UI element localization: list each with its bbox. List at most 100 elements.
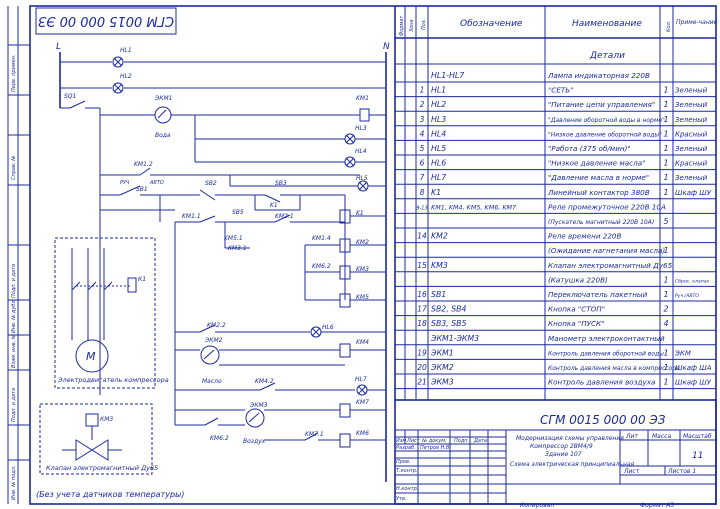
parts-table-grid [394, 6, 716, 400]
stamp-podp1: Подп. и дата [11, 264, 17, 298]
code-rotated: СГМ 0015 000 00 ЭЗ [38, 13, 174, 28]
col-izm: Изм [396, 438, 406, 444]
svg-text:SB1: SB1 [136, 186, 148, 193]
sheet-label: Лист [623, 468, 640, 475]
table-cell-name: Клапан электромагнитный Ду65 [548, 261, 673, 270]
svg-text:HL6: HL6 [322, 324, 334, 331]
table-cell-note: Зеленый [675, 101, 708, 109]
table-cell-qty: 1 [663, 173, 668, 182]
table-cell-des: HL5 [431, 144, 446, 153]
table-cell-pos: 18 [417, 319, 427, 328]
table-cell-name: Лампа индикаторная 220В [547, 71, 650, 80]
col-date: Дата [473, 438, 487, 444]
table-cell-pos: 20 [417, 363, 427, 372]
oil-label: Масло [202, 378, 222, 385]
table-cell-name: (Катушка 220В) [548, 275, 608, 284]
table-cell-name: Кнопка "ПУСК" [548, 319, 604, 328]
table-cell-des: HL6 [431, 159, 446, 168]
svg-text:HL4: HL4 [355, 148, 367, 155]
sheets-label: Листов 1 [667, 468, 696, 475]
table-cell-pos: 8 [420, 188, 425, 197]
hdr-pos: Поз. [421, 19, 427, 30]
stamp-sprav: Справ. № [11, 156, 17, 180]
table-cell-pos: 6 [420, 159, 425, 168]
table-cell-pos: 16 [417, 290, 427, 299]
ekm1-branch: KM1 ЭКМ1 Вода HL3 HL4 [100, 95, 386, 168]
table-cell-des: HL1 [431, 86, 446, 95]
table-cell-note: ЭКМ [674, 349, 691, 357]
table-cell-pos: 2 [420, 100, 425, 109]
motor-block: К1 М Электродвигатель компрессора [54, 237, 169, 389]
title-line-3: Здание 107 [545, 451, 582, 458]
svg-text:KM1.1: KM1.1 [182, 213, 201, 220]
mass-label: Масса [652, 433, 671, 440]
svg-text:HL5: HL5 [356, 175, 368, 182]
stamp-code: СГМ 0015 000 00 ЭЗ [540, 413, 666, 427]
table-cell-note: Красный [675, 130, 708, 138]
table-cell-qty: 1 [663, 348, 668, 357]
svg-text:KM1: KM1 [356, 95, 369, 102]
gauge-ekm2-icon [200, 345, 220, 365]
svg-text:HL2: HL2 [120, 73, 132, 80]
title-line-4: Схема электрическая принципиальная [510, 461, 635, 468]
sheet-frame [29, 5, 717, 505]
svg-text:KM2.1: KM2.1 [275, 213, 294, 220]
table-cell-qty: 1 [663, 290, 668, 299]
table-cell-name: Контроль давления воздуха [548, 378, 655, 387]
svg-text:KM4.2: KM4.2 [255, 378, 274, 385]
table-cell-note: Сброс. клапан [675, 278, 710, 284]
table-cell-pos: 5 [420, 144, 425, 153]
table-cell-qty: 1 [663, 159, 668, 168]
hdr-name: Наименование [572, 19, 642, 29]
table-cell-des: HL2 [431, 100, 446, 109]
stamp-inv-podl: Инв. № подл. [11, 466, 17, 501]
table-cell-des: KM3 [431, 261, 448, 270]
table-cell-name: Контроль давления масла в компрессоре [548, 365, 680, 372]
table-cell-qty: 1 [663, 363, 668, 372]
table-cell-note: Шкаф ШУ [675, 189, 712, 197]
table-cell-des: ЭКМ3 [430, 378, 454, 387]
table-cell-pos: 4 [420, 129, 425, 138]
km3-label: КМ3 [100, 416, 113, 423]
table-cell-qty: 1 [663, 378, 668, 387]
table-cell-note: Красный [675, 160, 708, 168]
hdr-note: Приме-чание [676, 19, 718, 26]
table-cell-pos: 15 [417, 261, 427, 270]
tkontr-label: Т.контр. [396, 468, 418, 474]
razrab-label: Разраб. [396, 445, 416, 451]
prov-label: Пров. [396, 459, 411, 465]
table-cell-qty: 1 [663, 115, 668, 124]
svg-text:KM6: KM6 [356, 430, 369, 437]
svg-text:HL1: HL1 [120, 47, 132, 54]
table-cell-note: Зеленый [675, 145, 708, 153]
table-cell-name: Контроль давления оборотной воды [548, 350, 664, 357]
table-cell-des: HL4 [431, 129, 446, 138]
table-cell-pos: 3 [420, 115, 425, 124]
bus-n-label: N [383, 42, 390, 52]
razrab-name: Петров Н.В. [420, 445, 451, 451]
sq1-switch: SQ1 [60, 93, 101, 395]
table-cell-pos: 7 [420, 173, 425, 182]
table-cell-name: "Давление масла в норме" [548, 173, 649, 182]
table-cell-des: ЭКМ2 [430, 363, 454, 372]
svg-text:ЭКМ3: ЭКМ3 [249, 402, 268, 409]
title-line-1: Модернизация схемы управления [516, 435, 624, 442]
water-label: Вода [155, 132, 171, 139]
motor-letter: М [86, 350, 96, 363]
hl1-branch: HL1 [60, 47, 386, 68]
utv-label: Утв. [396, 496, 407, 502]
start-stop-block: SB2 SB3 K1 KM1.1 SB5 KM2.1 KM5.1 KM3.1 [159, 180, 346, 252]
lit-label: Лит [625, 433, 638, 440]
col-podp: Подп. [454, 438, 469, 444]
table-cell-name: (Ожидание нагнетания масла) [548, 246, 665, 255]
table-cell-name: Реле промежуточное 220В 10А [548, 202, 666, 211]
table-cell-qty: 1 [663, 275, 668, 284]
table-cell-pos: 14 [417, 232, 427, 241]
table-cell-des: SB2, SB4 [431, 305, 467, 314]
table-cell-name: Линейный контактор 380В [547, 188, 650, 197]
svg-text:SB5: SB5 [232, 209, 244, 216]
table-cell-qty: 5 [663, 217, 668, 226]
code-box [35, 7, 177, 35]
table-cell-name: "СЕТЬ" [548, 86, 574, 95]
coil-column: K1 KM2 KM3 KM5 KM1.4 KM6.2 [304, 209, 386, 308]
